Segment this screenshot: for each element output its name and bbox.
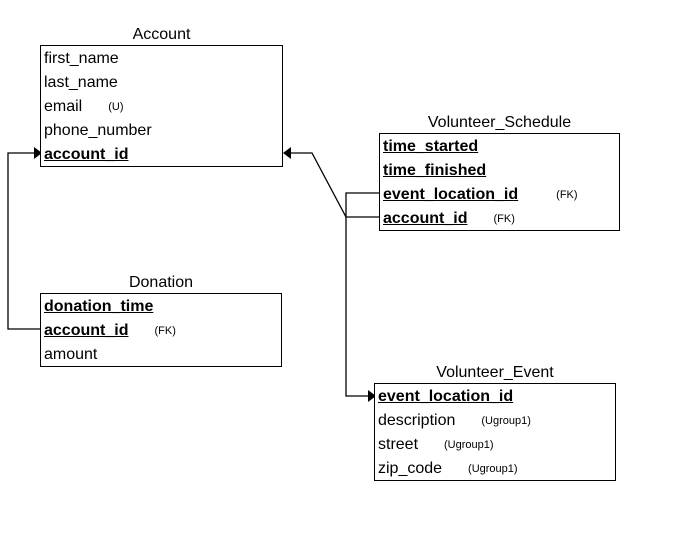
field-phone-number: phone_number	[44, 122, 152, 139]
entity-box-account: first_name last_name email(U) phone_numb…	[40, 45, 283, 167]
connector-schedule-to-account	[290, 152, 380, 218]
arrowhead-account-left	[34, 147, 42, 159]
connector-donation-to-account	[7, 152, 40, 330]
field-event-location-id-fk: event_location_id(FK)	[383, 183, 619, 207]
entity-volunteer-schedule: Volunteer_Schedule time_started time_fin…	[379, 114, 620, 231]
entity-box-volunteer-event: event_location_id description(Ugroup1) s…	[374, 383, 616, 481]
unique-tag: (U)	[108, 101, 124, 113]
unique-group-tag: (Ugroup1)	[481, 415, 531, 427]
field-account-id-pk: account_id	[44, 146, 129, 163]
unique-group-tag: (Ugroup1)	[444, 439, 494, 451]
field-description: description(Ugroup1)	[378, 409, 615, 433]
fk-tag: (FK)	[556, 189, 578, 201]
entity-title-donation: Donation	[128, 274, 194, 291]
connector-schedule-to-event	[345, 192, 380, 397]
field-time-started: time_started	[383, 138, 479, 155]
fk-tag: (FK)	[154, 325, 176, 337]
field-account-id-fk: account_id(FK)	[44, 319, 281, 343]
entity-title-volunteer-event: Volunteer_Event	[436, 364, 554, 381]
field-first-name: first_name	[44, 50, 119, 67]
field-time-finished: time_finished	[383, 162, 487, 179]
field-donation-time: donation_time	[44, 298, 154, 315]
field-last-name: last_name	[44, 74, 118, 91]
field-amount: amount	[44, 346, 98, 363]
entity-account: Account first_name last_name email(U) ph…	[40, 26, 283, 167]
entity-volunteer-event: Volunteer_Event event_location_id descri…	[374, 364, 616, 481]
entity-title-volunteer-schedule: Volunteer_Schedule	[427, 114, 572, 131]
entity-box-volunteer-schedule: time_started time_finished event_locatio…	[379, 133, 620, 231]
entity-donation: Donation donation_time account_id(FK) am…	[40, 274, 282, 367]
field-event-location-id-pk: event_location_id	[378, 388, 514, 405]
fk-tag: (FK)	[493, 213, 515, 225]
entity-box-donation: donation_time account_id(FK) amount	[40, 293, 282, 367]
arrowhead-event-left	[368, 390, 376, 402]
field-email: email(U)	[44, 95, 282, 119]
arrowhead-account-right	[283, 147, 291, 159]
field-account-id-fk: account_id(FK)	[383, 207, 619, 231]
field-street: street(Ugroup1)	[378, 433, 615, 457]
unique-group-tag: (Ugroup1)	[468, 463, 518, 475]
entity-title-account: Account	[132, 26, 191, 43]
field-zip-code: zip_code(Ugroup1)	[378, 457, 615, 481]
